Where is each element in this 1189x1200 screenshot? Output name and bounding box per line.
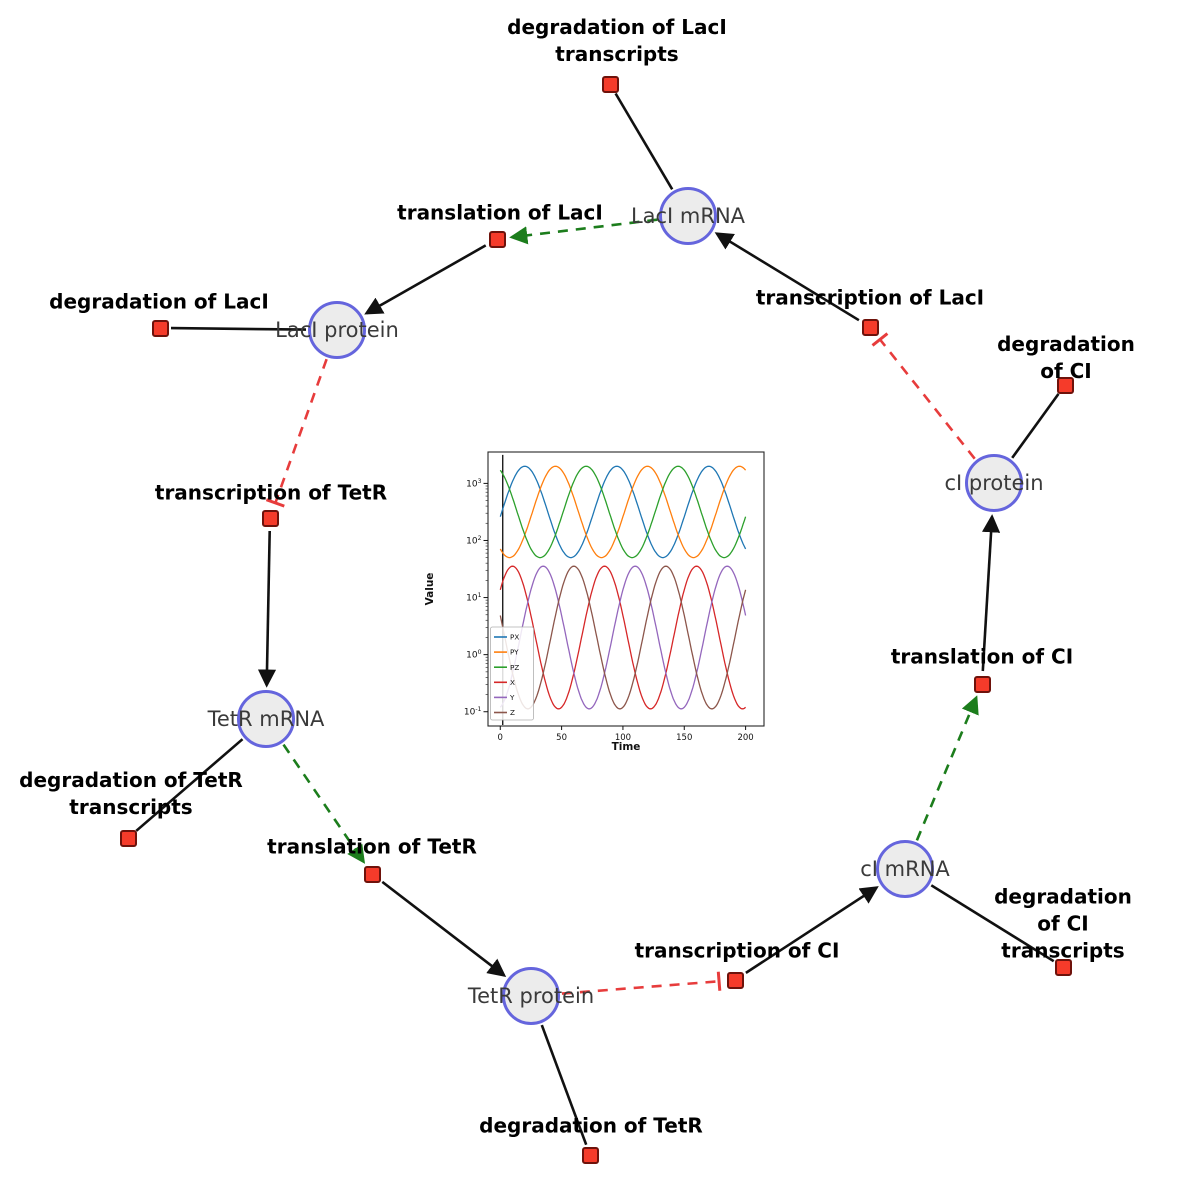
x-tick-label: 200 xyxy=(737,733,753,743)
reaction-label-transcription-of-ci: transcription of CI xyxy=(634,938,840,963)
series-line-X xyxy=(499,565,747,710)
x-tick-label: 100 xyxy=(615,733,631,743)
y-tick-label: 10-1 xyxy=(464,706,482,718)
inhibition-tbar-tetr-protein-to-transcription-of-ci xyxy=(716,971,722,991)
reaction-label-degradation-of-tetr: degradation of TetR xyxy=(479,1113,703,1138)
legend-label-PY: PY xyxy=(510,648,519,657)
edge-consumption-ci-protein-to-degradation-of-ci xyxy=(1011,393,1060,459)
series-line-PZ xyxy=(499,465,747,559)
y-axis-title: Value xyxy=(424,573,436,606)
reaction-node-degradation-of-ci-transcripts[interactable] xyxy=(1054,958,1072,976)
x-tick-label: 0 xyxy=(498,733,503,743)
species-node-ci-protein[interactable] xyxy=(965,454,1023,512)
series-line-PX xyxy=(499,465,747,559)
y-tick-label: 100 xyxy=(466,649,481,661)
edge-consumption-ci-mrna-to-degradation-of-ci-transcripts xyxy=(930,884,1055,963)
edge-consumption-laci-mrna-to-degradation-of-laci-transcripts xyxy=(614,92,674,190)
y-tick-label: 102 xyxy=(466,535,481,547)
y-tick-label: 103 xyxy=(466,478,481,490)
reaction-node-degradation-of-laci-transcripts[interactable] xyxy=(601,75,619,93)
edge-inhibition-tetr-protein-to-transcription-of-ci xyxy=(561,980,720,995)
reaction-node-transcription-of-laci[interactable] xyxy=(861,318,879,336)
reaction-label-transcription-of-tetr: transcription of TetR xyxy=(154,480,388,505)
reaction-node-degradation-of-ci[interactable] xyxy=(1056,376,1074,394)
x-tick-label: 50 xyxy=(556,733,567,743)
series-line-Z xyxy=(499,565,747,710)
species-label-tetr-protein: TetR protein xyxy=(467,984,595,1008)
reaction-label-degradation-of-ci-transcripts: degradation of CI transcripts xyxy=(994,884,1132,963)
reaction-label-transcription-of-laci: transcription of LacI xyxy=(755,285,985,310)
inhibition-tbar-laci-protein-to-transcription-of-tetr xyxy=(265,498,285,508)
plot-frame xyxy=(487,451,765,727)
edge-modifier-tetr-mrna-to-translation-of-tetr xyxy=(282,743,366,864)
reaction-node-transcription-of-tetr[interactable] xyxy=(261,509,279,527)
x-tick-label: 150 xyxy=(676,733,692,743)
y-tick-label: 101 xyxy=(466,592,481,604)
edge-inhibition-ci-protein-to-transcription-of-laci xyxy=(878,338,976,460)
reaction-node-translation-of-tetr[interactable] xyxy=(363,865,381,883)
inhibition-tbar-ci-protein-to-transcription-of-laci xyxy=(871,332,889,347)
species-node-tetr-mrna[interactable] xyxy=(237,690,295,748)
series-line-PY xyxy=(499,465,747,559)
edge-modifier-laci-mrna-to-translation-of-laci xyxy=(509,218,658,245)
x-axis-title: Time xyxy=(612,741,641,753)
edge-modifier-ci-mrna-to-translation-of-ci xyxy=(915,695,979,841)
legend-label-PX: PX xyxy=(510,633,519,642)
edge-production-translation-of-ci-to-ci-protein xyxy=(981,514,1001,672)
reaction-node-degradation-of-tetr-transcripts[interactable] xyxy=(119,829,137,847)
edge-consumption-laci-protein-to-degradation-of-laci xyxy=(170,326,307,331)
reaction-label-degradation-of-laci-transcripts: degradation of LacI transcripts xyxy=(507,15,727,66)
edge-inhibition-laci-protein-to-transcription-of-tetr xyxy=(274,358,328,504)
reaction-node-degradation-of-tetr[interactable] xyxy=(581,1146,599,1164)
reaction-node-translation-of-ci[interactable] xyxy=(973,675,991,693)
species-label-ci-mrna: cI mRNA xyxy=(860,857,950,881)
species-label-laci-protein: LacI protein xyxy=(275,318,399,342)
reaction-label-degradation-of-ci: degradation of CI xyxy=(997,332,1135,383)
species-node-tetr-protein[interactable] xyxy=(502,967,560,1025)
species-label-ci-protein: cI protein xyxy=(944,471,1044,495)
reaction-label-translation-of-tetr: translation of TetR xyxy=(267,834,477,859)
reaction-label-translation-of-ci: translation of CI xyxy=(890,644,1074,669)
reaction-label-translation-of-laci: translation of LacI xyxy=(397,200,603,225)
reaction-label-degradation-of-tetr-transcripts: degradation of TetR transcripts xyxy=(19,768,243,819)
edge-production-transcription-of-laci-to-laci-mrna xyxy=(714,232,860,322)
species-node-ci-mrna[interactable] xyxy=(876,840,934,898)
species-label-tetr-mrna: TetR mRNA xyxy=(207,707,325,731)
edge-production-translation-of-tetr-to-tetr-protein xyxy=(381,880,507,977)
legend-label-PZ: PZ xyxy=(510,663,519,672)
reaction-node-transcription-of-ci[interactable] xyxy=(726,971,744,989)
reaction-node-degradation-of-laci[interactable] xyxy=(151,319,169,337)
edge-production-transcription-of-tetr-to-tetr-mrna xyxy=(257,530,277,688)
species-label-laci-mrna: LacI mRNA xyxy=(630,204,746,228)
reaction-node-translation-of-laci[interactable] xyxy=(488,230,506,248)
series-line-Y xyxy=(499,565,747,710)
edge-consumption-tetr-protein-to-degradation-of-tetr xyxy=(540,1024,588,1146)
edge-production-translation-of-laci-to-laci-protein xyxy=(364,244,487,315)
legend-label-Z: Z xyxy=(510,708,515,717)
edge-consumption-tetr-mrna-to-degradation-of-tetr-transcripts xyxy=(135,738,244,832)
legend-label-X: X xyxy=(510,678,515,687)
legend-label-Y: Y xyxy=(509,693,515,702)
species-node-laci-mrna[interactable] xyxy=(659,187,717,245)
edge-production-transcription-of-ci-to-ci-mrna xyxy=(745,886,879,974)
species-node-laci-protein[interactable] xyxy=(308,301,366,359)
reaction-label-degradation-of-laci: degradation of LacI xyxy=(49,289,269,314)
